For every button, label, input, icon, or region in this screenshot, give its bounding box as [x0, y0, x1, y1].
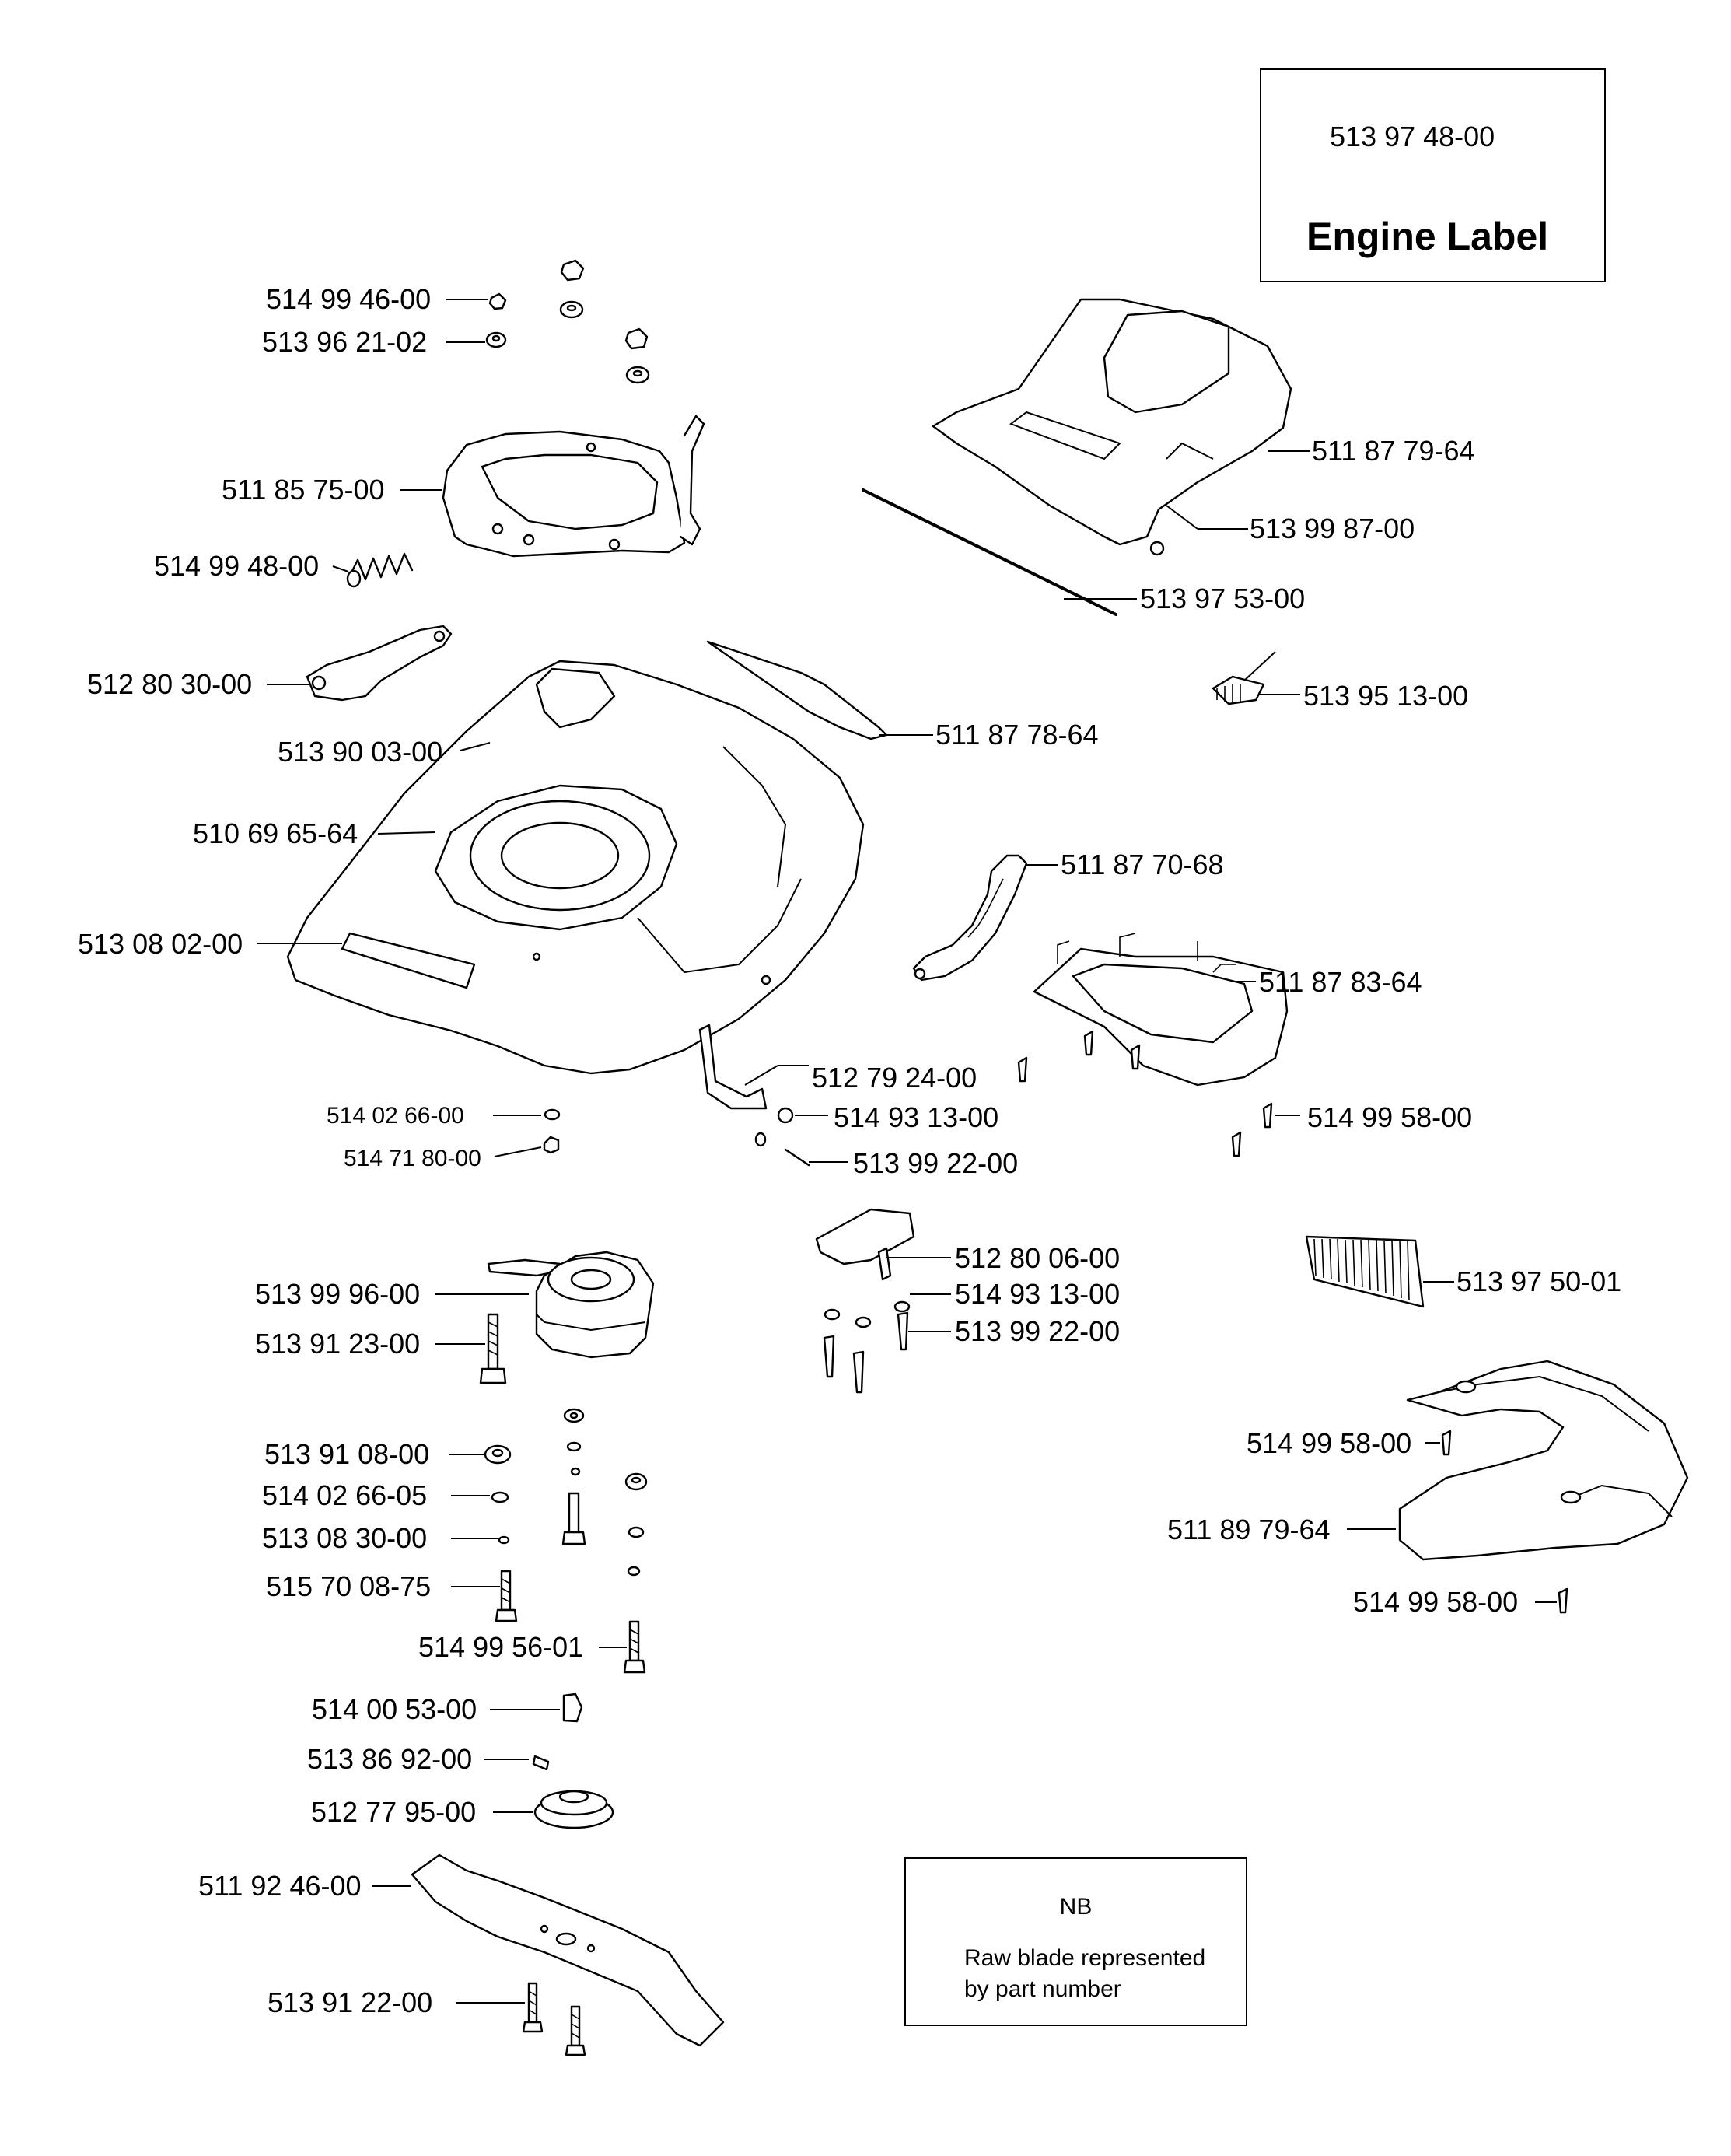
hinge-bracket-plate [815, 1208, 951, 1281]
hardware-stack [449, 1408, 648, 1674]
hinge-bracket-small [698, 1024, 848, 1167]
blade-bolts [456, 1982, 586, 2056]
small-washers-deck [493, 1108, 561, 1157]
part-label: 514 00 53-00 [312, 1693, 477, 1725]
pins-washers-mid [823, 1293, 951, 1394]
handle-bracket [912, 854, 1058, 982]
part-label: 511 87 70-68 [1061, 849, 1224, 880]
clutch-bolt [435, 1313, 507, 1384]
nb-note-box: NB Raw blade represented by part number [904, 1857, 1247, 2026]
part-label: 511 85 75-00 [222, 474, 385, 506]
part-label: 513 08 02-00 [78, 928, 243, 960]
part-label: 514 99 58-00 [1307, 1101, 1473, 1133]
part-label: 513 99 22-00 [955, 1315, 1121, 1347]
deflector-plate [706, 640, 933, 740]
part-label: 513 97 50-01 [1456, 1265, 1622, 1297]
part-label: 513 99 22-00 [853, 1147, 1019, 1179]
nb-text: Raw blade represented by part number [964, 1945, 1206, 2002]
screws-tray [1017, 1030, 1300, 1157]
part-label: 511 89 79-64 [1167, 1514, 1331, 1545]
part-label: 512 80 30-00 [87, 668, 253, 700]
engine-label-part-number: 513 97 48-00 [1330, 121, 1495, 152]
rear-cover [932, 298, 1310, 556]
woodruff-key [490, 1692, 583, 1723]
blade-guard [1347, 1360, 1689, 1614]
mower-blade [372, 1853, 725, 2047]
part-label: 513 96 21-02 [262, 326, 428, 358]
engine-bracket [400, 415, 705, 558]
part-label: 512 80 06-00 [955, 1242, 1121, 1274]
part-label: 514 02 66-05 [262, 1479, 428, 1511]
part-label: 513 99 87-00 [1250, 513, 1415, 544]
part-label: 514 99 58-00 [1353, 1586, 1519, 1618]
part-label: 514 99 46-00 [266, 283, 432, 315]
comb-flap [1212, 651, 1300, 705]
part-label: 514 99 48-00 [154, 550, 320, 582]
part-label: 513 91 08-00 [264, 1438, 430, 1470]
part-label: 512 77 95-00 [311, 1796, 477, 1828]
part-label: 511 87 78-64 [935, 719, 1099, 751]
part-label: 513 91 23-00 [255, 1328, 421, 1360]
collector-tray [1033, 933, 1289, 1087]
part-label: 513 90 03-00 [278, 736, 443, 768]
part-label: 513 99 96-00 [255, 1278, 421, 1310]
rod [862, 488, 1137, 616]
nb-title: NB [1059, 1894, 1093, 1920]
part-label: 514 99 56-01 [418, 1631, 584, 1663]
part-label: 512 79 24-00 [812, 1062, 977, 1094]
spring [332, 552, 414, 588]
part-label: 510 69 65-64 [193, 817, 358, 849]
part-label: 511 87 83-64 [1259, 966, 1422, 998]
part-label: 514 93 13-00 [955, 1278, 1121, 1310]
set-screw [484, 1755, 550, 1771]
part-label: 511 92 46-00 [198, 1870, 362, 1902]
part-label: 515 70 08-75 [266, 1570, 432, 1602]
blade-clutch [435, 1251, 655, 1359]
grass-curtain [1305, 1235, 1454, 1308]
pulley [493, 1790, 614, 1829]
part-label: 514 02 66-00 [327, 1103, 464, 1129]
part-label: 513 97 53-00 [1140, 583, 1306, 614]
engine-label-title: Engine Label [1306, 215, 1549, 258]
part-label: 514 71 80-00 [344, 1146, 481, 1171]
part-label: 513 91 22-00 [268, 1986, 433, 2018]
part-label: 514 99 58-00 [1247, 1427, 1412, 1459]
part-label: 513 08 30-00 [262, 1522, 428, 1554]
nuts-washers-top [446, 259, 650, 384]
engine-label-box: 513 97 48-00 Engine Label [1260, 68, 1606, 282]
height-lever [267, 625, 453, 702]
part-label: 513 95 13-00 [1303, 680, 1469, 712]
part-label: 514 93 13-00 [834, 1101, 999, 1133]
part-label: 511 87 79-64 [1312, 435, 1475, 467]
part-label: 513 86 92-00 [307, 1743, 473, 1775]
mower-deck [257, 660, 865, 1075]
